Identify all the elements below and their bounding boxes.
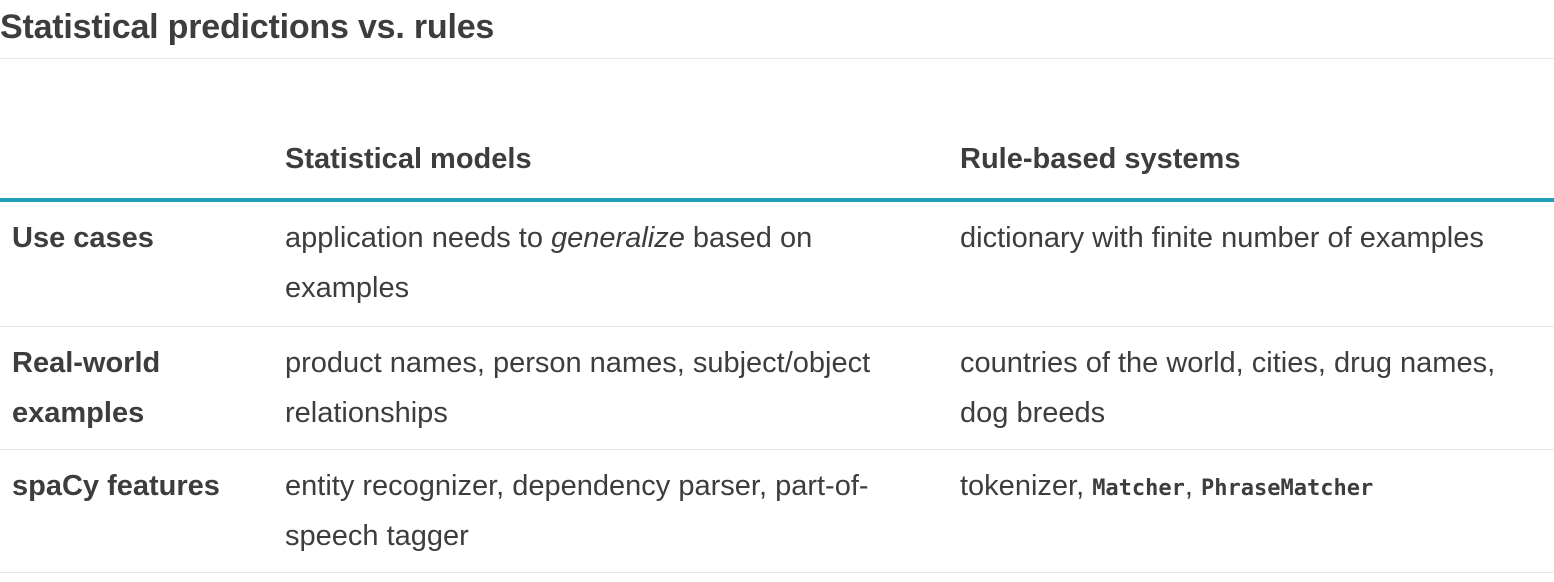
spacy-features-statistical-cell: entity recognizer, dependency parser, pa… [273, 449, 948, 573]
cell-text: tokenizer, [960, 470, 1093, 502]
row-label-real-world-examples: Real-world examples [0, 326, 273, 450]
use-cases-rules-cell: dictionary with finite number of example… [948, 200, 1554, 327]
row-label-spacy-features: spaCy features [0, 449, 273, 573]
table-row: spaCy features entity recognizer, depend… [0, 449, 1554, 573]
table-body: Use cases application needs to generaliz… [0, 200, 1554, 573]
page-title: Statistical predictions vs. rules [0, 8, 495, 46]
title-divider [0, 58, 1554, 59]
row-label-use-cases: Use cases [0, 200, 273, 327]
spacy-features-rules-cell: tokenizer, Matcher, PhraseMatcher [948, 449, 1554, 573]
separator-text: , [1184, 470, 1202, 502]
phrasematcher-code: PhraseMatcher [1201, 476, 1374, 501]
table-row: Real-world examples product names, perso… [0, 326, 1554, 450]
cell-text: based on examples [285, 222, 813, 304]
table-row: Use cases application needs to generaliz… [0, 200, 1554, 327]
table-header: Statistical models Rule-based systems [0, 120, 1554, 202]
use-cases-statistical-cell: application needs to generalize based on… [273, 200, 948, 327]
cell-text: application needs to [285, 222, 552, 254]
header-rule-based-systems: Rule-based systems [948, 120, 1554, 202]
real-world-rules-cell: countries of the world, cities, drug nam… [948, 326, 1554, 450]
emphasis-text: generalize [551, 222, 685, 254]
comparison-table: Statistical models Rule-based systems Us… [0, 120, 1554, 573]
header-statistical-models: Statistical models [273, 120, 948, 202]
header-empty-cell [0, 120, 273, 202]
header-row: Statistical models Rule-based systems [0, 120, 1554, 202]
matcher-code: Matcher [1092, 476, 1185, 501]
real-world-statistical-cell: product names, person names, subject/obj… [273, 326, 948, 450]
